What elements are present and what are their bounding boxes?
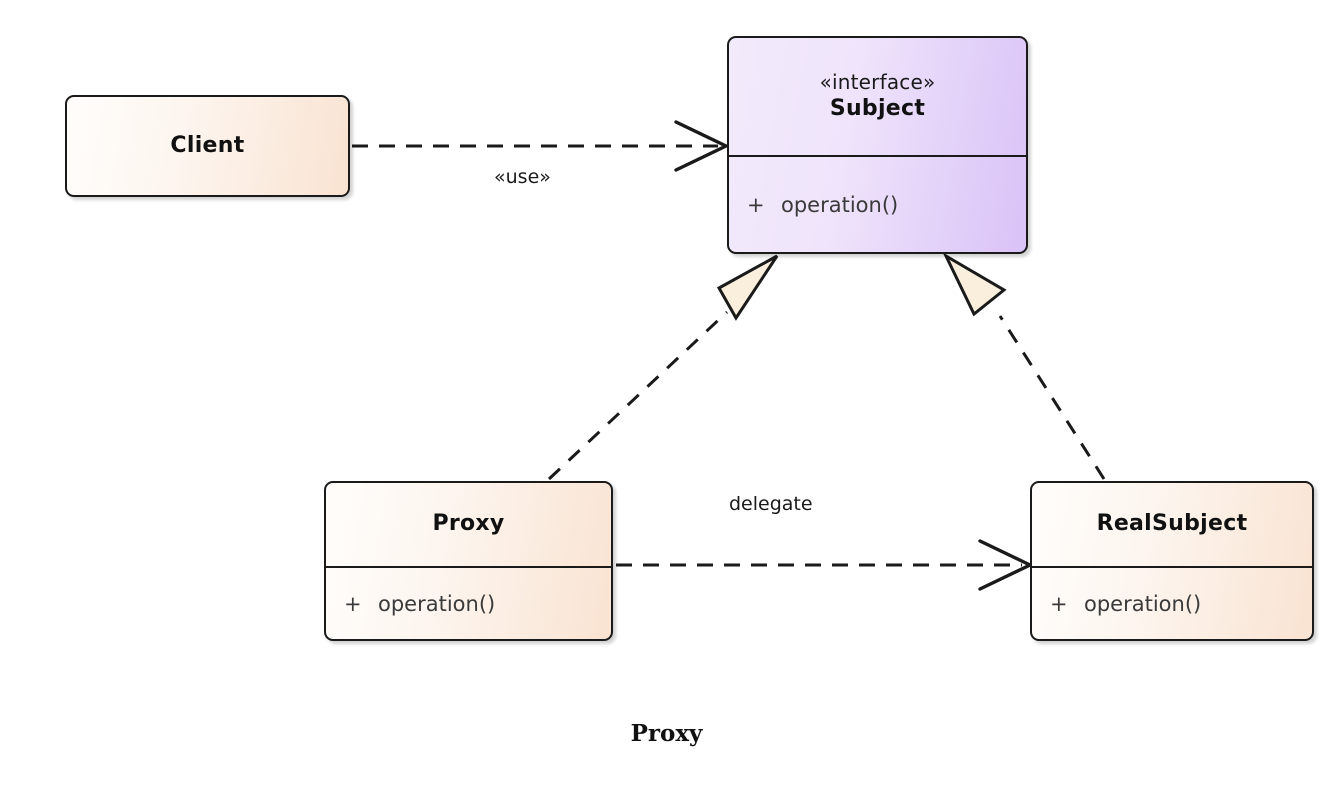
class-name-compartment-proxy: Proxy — [326, 483, 611, 566]
class-name-compartment-client: Client — [67, 97, 348, 195]
class-name-realsubject: RealSubject — [1096, 511, 1248, 537]
realization-line-proxy — [547, 310, 729, 481]
members-compartment-proxy: + operation() — [326, 566, 611, 639]
members-compartment-realsubject: + operation() — [1032, 566, 1312, 639]
class-name-proxy: Proxy — [432, 511, 505, 537]
connector-proxy-delegates-realsubject — [616, 539, 1034, 591]
class-box-proxy[interactable]: Proxy + operation() — [324, 481, 613, 641]
hollow-triangle-realsubject — [942, 252, 1007, 317]
figure-caption: Proxy — [630, 720, 703, 747]
connector-realsubject-realizes-subject — [942, 252, 1106, 480]
member-visibility-proxy-operation: + — [344, 591, 362, 616]
class-name-client: Client — [170, 132, 245, 158]
edge-label-delegate: delegate — [729, 493, 813, 515]
class-box-subject[interactable]: «interface» Subject + operation() — [727, 36, 1028, 254]
member-row-subject-operation: + operation() — [729, 193, 1026, 217]
hollow-triangle-proxy — [716, 254, 779, 321]
connector-proxy-realizes-subject — [547, 254, 779, 481]
edge-label-use: «use» — [494, 166, 551, 188]
member-row-realsubject-operation: + operation() — [1032, 592, 1312, 616]
class-box-realsubject[interactable]: RealSubject + operation() — [1030, 481, 1314, 641]
open-arrowhead-use — [674, 120, 730, 172]
member-visibility-subject-operation: + — [747, 192, 765, 217]
class-box-client[interactable]: Client — [65, 95, 350, 197]
stereotype-subject: «interface» — [819, 69, 936, 94]
connector-client-uses-subject — [352, 120, 730, 172]
class-name-compartment-realsubject: RealSubject — [1032, 483, 1312, 566]
members-compartment-subject: + operation() — [729, 155, 1026, 252]
class-name-compartment-subject: «interface» Subject — [729, 38, 1026, 155]
realization-line-realsubject — [998, 315, 1106, 480]
class-name-subject: Subject — [829, 95, 926, 121]
member-name-realsubject-operation: operation() — [1084, 591, 1202, 616]
member-visibility-realsubject-operation: + — [1050, 591, 1068, 616]
member-row-proxy-operation: + operation() — [326, 592, 611, 616]
member-name-subject-operation: operation() — [781, 192, 899, 217]
member-name-proxy-operation: operation() — [378, 591, 496, 616]
